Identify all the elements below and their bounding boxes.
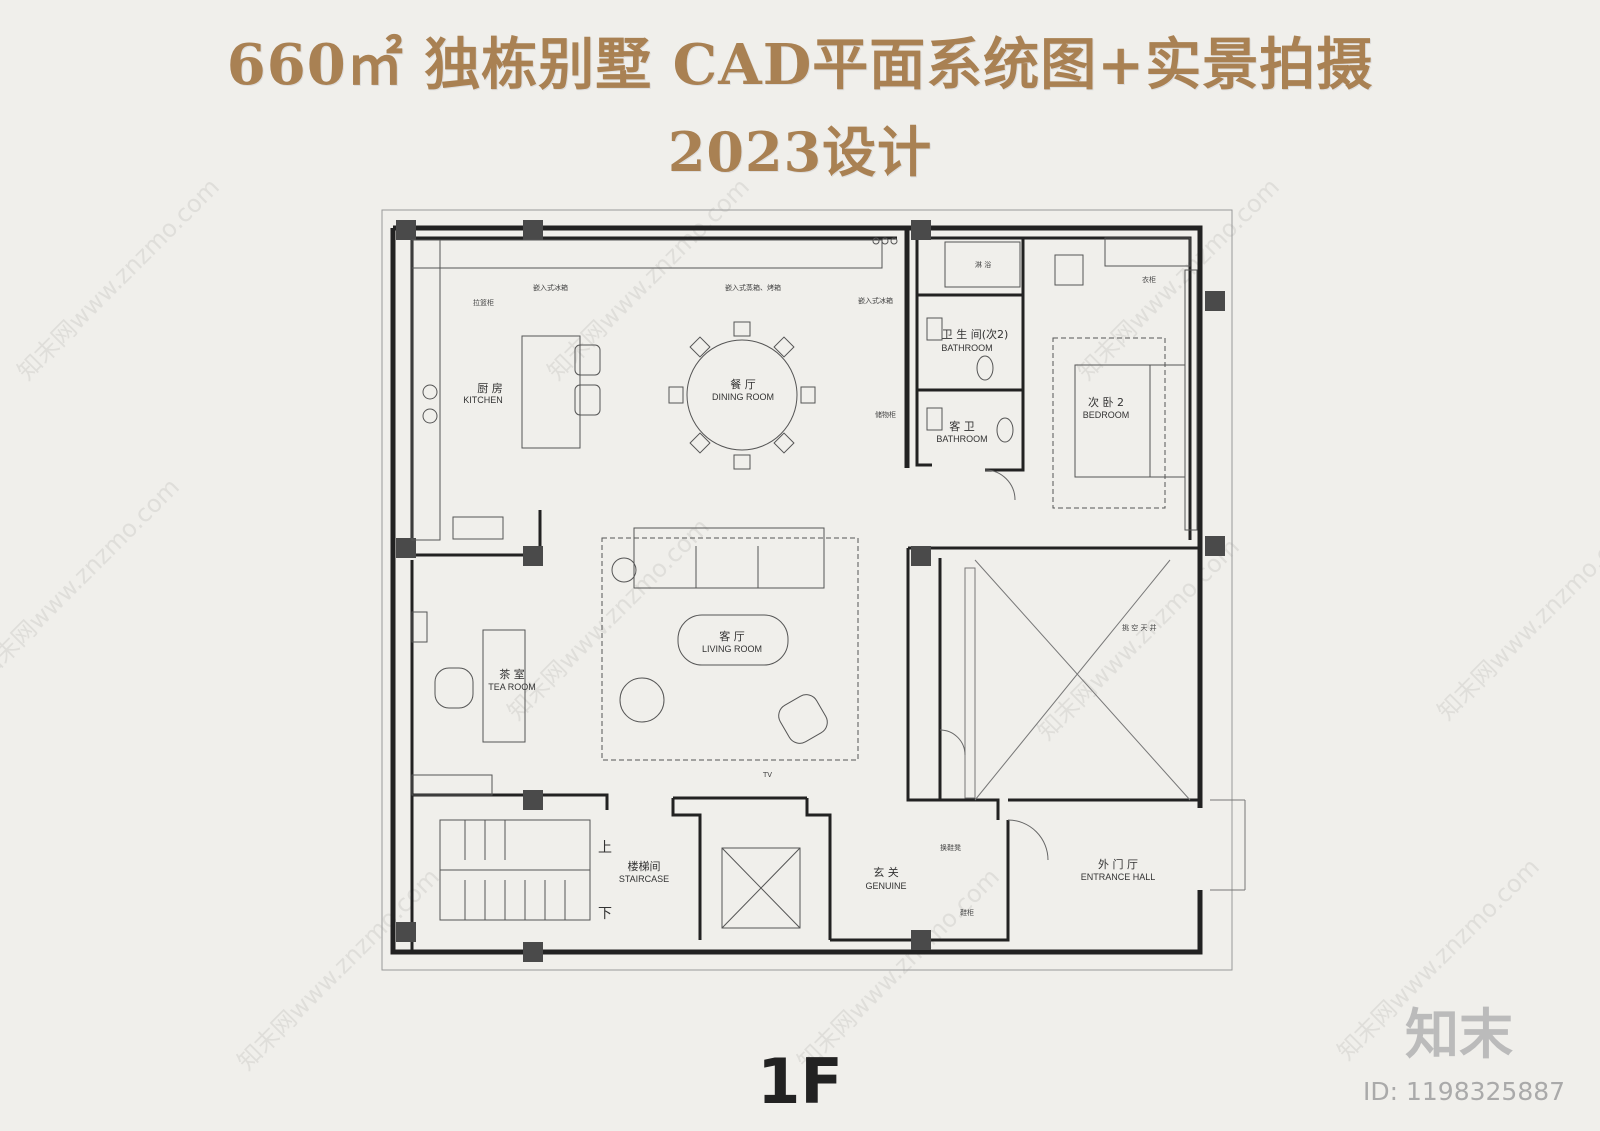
room-label-kitchen: 厨 房 (477, 382, 503, 395)
elevator (721, 847, 801, 929)
room-label-living: 客 厅 (719, 629, 745, 643)
floor-label: 1F (757, 1045, 843, 1118)
note-shoe-cabinet: 鞋柜 (960, 908, 974, 917)
staircase (439, 819, 591, 921)
note-tv: TV (762, 771, 772, 779)
room-label-bedroom2-en: BEDROOM (1083, 410, 1130, 420)
note-void: 挑 空 天 井 (1122, 623, 1157, 632)
note-shelf: 拉篮柜 (473, 298, 494, 307)
room-label-dining: 餐 厅 (730, 377, 756, 391)
room-label-entrance: 外 门 厅 (1098, 857, 1138, 871)
atrium (964, 559, 1246, 891)
room-label-tea-en: TEA ROOM (488, 682, 536, 692)
room-label-bedroom2: 次 卧 2 (1088, 395, 1124, 409)
room-label-guest-bath: 客 卫 (949, 419, 975, 433)
note-shoe-bench: 换鞋凳 (940, 843, 961, 852)
room-label-genuine-en: GENUINE (865, 881, 906, 891)
room-label-guest-bath-en: BATHROOM (936, 434, 987, 444)
note-fridge: 嵌入式冰箱 (533, 283, 568, 292)
exterior-walls (390, 225, 1203, 955)
note-wardrobe: 衣柜 (1142, 275, 1156, 284)
room-label-dining-en: DINING ROOM (712, 392, 774, 402)
note-fridge2: 嵌入式冰箱 (858, 296, 893, 305)
room-label-genuine: 玄 关 (873, 865, 899, 879)
room-label-bath2: 卫 生 间(次2) (942, 327, 1009, 341)
note-oven: 嵌入式蒸箱、烤箱 (725, 283, 781, 292)
page-subtitle: 2023设计 (667, 120, 933, 184)
living-furniture (601, 527, 859, 761)
interior-walls (410, 236, 1200, 952)
watermark-id: ID: 1198325887 (1363, 1077, 1566, 1106)
room-label-stair: 楼梯间 (628, 859, 661, 873)
note-up: 上 (598, 840, 612, 856)
page-title: 660㎡ 独栋别墅 CAD平面系统图+实景拍摄 (226, 32, 1374, 98)
room-label-bath2-en: BATHROOM (941, 343, 992, 353)
room-label-living-en: LIVING ROOM (702, 644, 762, 654)
room-label-stair-en: STAIRCASE (619, 874, 669, 884)
room-label-tea: 茶 室 (499, 667, 525, 681)
room-label-entrance-en: ENTRANCE HALL (1081, 872, 1156, 882)
watermark-logo: 知末 (1405, 1003, 1513, 1066)
room-label-kitchen-en: KITCHEN (463, 395, 503, 405)
note-storage: 储物柜 (875, 410, 896, 419)
columns (396, 220, 1225, 962)
note-down: 下 (598, 906, 612, 922)
dining-table (668, 321, 816, 470)
note-shower: 淋 浴 (975, 260, 991, 269)
